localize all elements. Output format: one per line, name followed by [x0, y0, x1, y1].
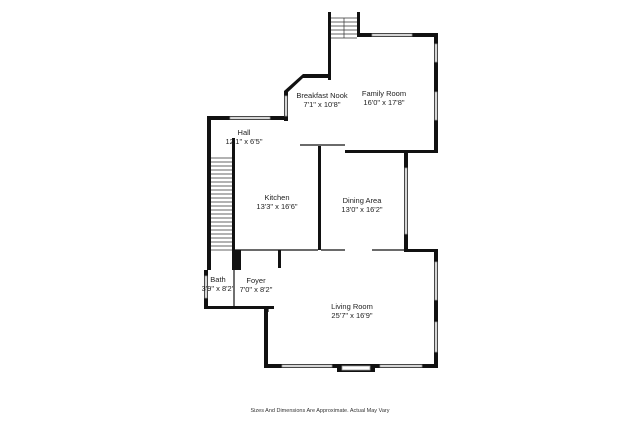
room-dims-foyer: 7'0" x 8'2" — [240, 285, 273, 294]
room-dims-breakfast-nook: 7'1" x 10'8" — [304, 100, 341, 109]
room-name-living-room: Living Room — [331, 302, 373, 311]
room-dims-bath: 3'9" x 8'2" — [202, 284, 235, 293]
room-name-family-room: Family Room — [362, 89, 406, 98]
room-name-hall: Hall — [238, 128, 251, 137]
windows — [204, 33, 438, 371]
room-dims-dining-area: 13'0" x 16'2" — [341, 205, 382, 214]
room-dims-kitchen: 13'3" x 16'6" — [256, 202, 297, 211]
room-name-kitchen: Kitchen — [264, 193, 289, 202]
room-name-dining-area: Dining Area — [343, 196, 383, 205]
room-name-foyer: Foyer — [246, 276, 266, 285]
room-dims-living-room: 25'7" x 16'9" — [331, 311, 372, 320]
room-dims-hall: 12'1" x 6'5" — [226, 137, 263, 146]
disclaimer-text: Sizes And Dimensions Are Approximate. Ac… — [251, 408, 390, 414]
room-name-breakfast-nook: Breakfast Nook — [296, 91, 348, 100]
room-dims-family-room: 16'0" x 17'8" — [363, 98, 404, 107]
exterior-steps — [331, 17, 357, 39]
room-name-bath: Bath — [210, 275, 225, 284]
interior-walls — [232, 138, 406, 312]
staircase — [211, 157, 232, 251]
